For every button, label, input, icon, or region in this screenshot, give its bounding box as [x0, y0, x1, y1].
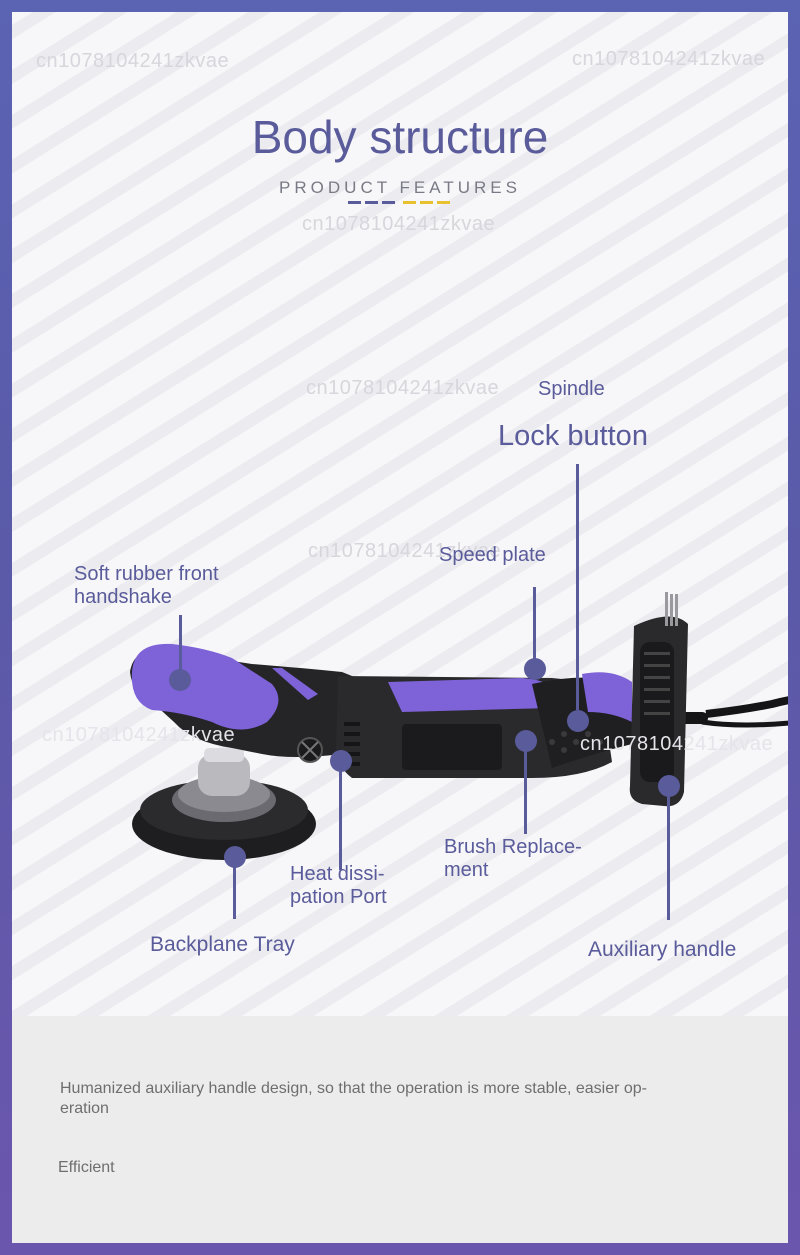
label-backplane-tray: Backplane Tray [150, 933, 295, 956]
gold-dash [420, 201, 433, 204]
label-heat-port: Heat dissi- pation Port [290, 863, 387, 908]
callout-dot [330, 750, 352, 772]
watermark: cn1078104241zkvae [308, 540, 502, 562]
callout-dot [169, 669, 191, 691]
spindle-collar [198, 754, 250, 796]
label-auxiliary-handle: Auxiliary handle [588, 938, 737, 961]
label-soft-rubber: Soft rubber front handshake [74, 563, 219, 608]
page-subtitle: PRODUCT FEATURES [279, 178, 521, 197]
callout-dot [524, 658, 546, 680]
gold-dash [403, 201, 416, 204]
watermark: cn1078104241zkvae [36, 50, 230, 72]
polisher-illustration [130, 592, 788, 860]
callout-dot [658, 775, 680, 797]
vent-slots [344, 722, 360, 766]
callout-dot [224, 846, 246, 868]
callout-line [667, 786, 670, 920]
top-grip [388, 678, 560, 712]
watermark: cn1078104241zkvae [306, 377, 500, 399]
page-title: Body structure [251, 111, 549, 163]
content-panel: cn1078104241zkvae cn1078104241zkvae cn10… [12, 12, 788, 1243]
callout-line [233, 857, 236, 919]
watermark: cn1078104241zkvae [580, 733, 774, 755]
watermark: cn1078104241zkvae [302, 213, 496, 235]
callout-dot [515, 730, 537, 752]
label-lock-button: Lock button [498, 420, 648, 452]
callout-line [179, 615, 182, 675]
gold-dash [437, 201, 450, 204]
accent-dash [382, 201, 395, 204]
description-panel: Humanized auxiliary handle design, so th… [12, 1016, 788, 1243]
watermark: cn1078104241zkvae [572, 48, 766, 70]
label-plate [402, 724, 502, 770]
description-text: Humanized auxiliary handle design, so th… [60, 1080, 647, 1117]
callout-line [524, 740, 527, 834]
accent-dash [365, 201, 378, 204]
callout-line [576, 464, 579, 710]
label-brush-replacement: Brush Replace- ment [444, 836, 582, 881]
watermark: cn1078104241zkvae [42, 724, 236, 746]
handle-ribs [644, 652, 670, 715]
callout-line [339, 760, 342, 870]
footer-word: Efficient [58, 1159, 115, 1176]
power-cord [705, 696, 788, 718]
label-spindle: Spindle [538, 378, 605, 400]
accent-dash [348, 201, 361, 204]
label-speed-plate: Speed plate [439, 544, 546, 566]
front-grip [131, 643, 279, 730]
callout-dot [567, 710, 589, 732]
callout-line [533, 587, 536, 669]
